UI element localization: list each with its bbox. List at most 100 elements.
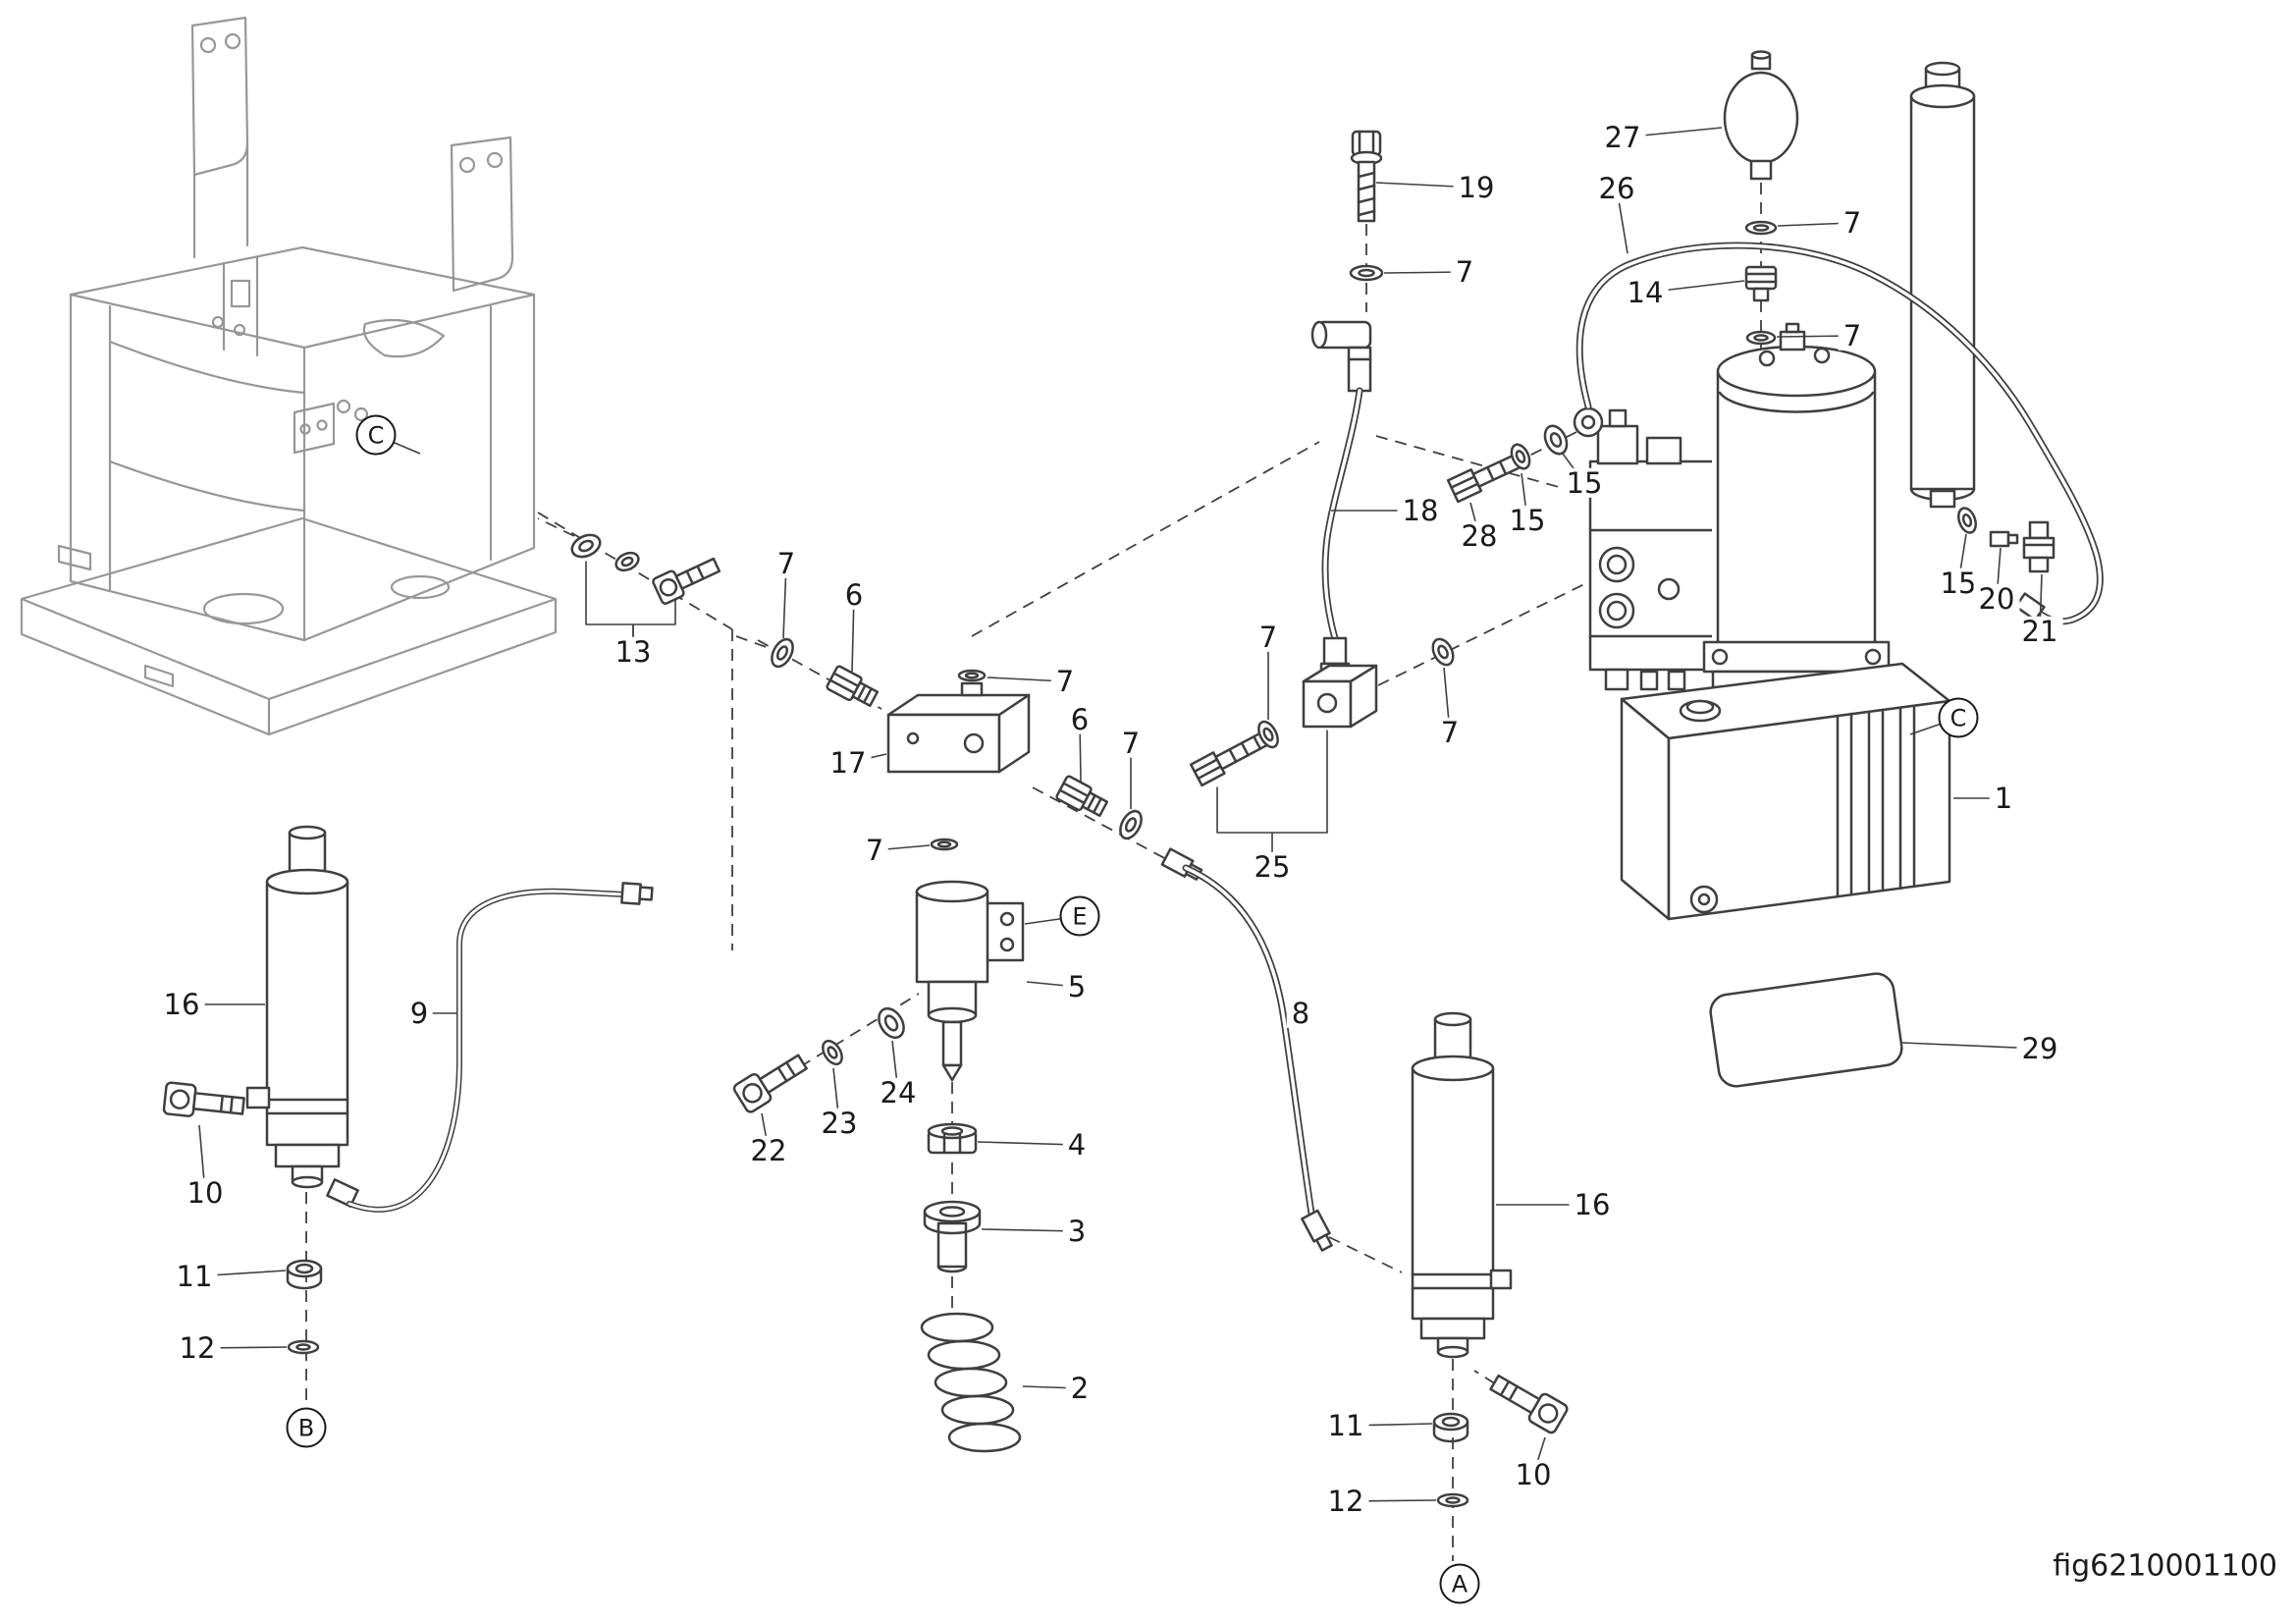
callout-2-31: 2	[1065, 1373, 1095, 1403]
bolt-19	[1350, 130, 1383, 223]
washer-7-g	[1745, 330, 1777, 346]
hose-18	[1319, 387, 1363, 679]
reference-circle-C-0: C	[355, 414, 397, 456]
bushing-3	[923, 1200, 982, 1273]
washer-12-right	[1436, 1492, 1469, 1508]
hose-8	[1160, 847, 1333, 1252]
callout-15-9: 15	[1504, 505, 1551, 535]
elbow-fitting-18	[1310, 320, 1372, 393]
callout-7-6: 7	[1450, 256, 1479, 287]
washer-15-c	[1957, 507, 1977, 534]
callout-27-0: 27	[1599, 122, 1646, 152]
callout-26-1: 26	[1593, 173, 1640, 203]
callout-7-22: 7	[1435, 717, 1465, 747]
washer-7-f	[1744, 220, 1778, 236]
callout-28-8: 28	[1456, 520, 1503, 551]
callout-21-13: 21	[2016, 616, 2063, 646]
nut-4	[927, 1122, 978, 1155]
callout-7-15: 7	[772, 548, 801, 578]
washer-7-a	[771, 637, 794, 669]
pad-29	[1709, 972, 1903, 1088]
fitting-6-b	[1055, 775, 1109, 818]
callout-14-3: 14	[1622, 277, 1669, 307]
callout-10-34: 10	[182, 1177, 229, 1208]
valve-block-25	[1302, 664, 1378, 729]
callout-22-26: 22	[745, 1135, 792, 1165]
washer-11-right	[1432, 1412, 1469, 1443]
bolt-10-right	[1489, 1374, 1569, 1434]
bolt-22	[732, 1054, 808, 1113]
washer-13-b	[614, 551, 640, 572]
callout-7-20: 7	[1116, 728, 1146, 758]
hydraulic-power-unit-1	[1588, 322, 1891, 691]
callout-13-14: 13	[610, 636, 657, 667]
figure-id: fig6210001100	[2053, 1548, 2277, 1584]
reference-circle-A-4: A	[1439, 1563, 1480, 1604]
washer-13-a	[570, 533, 602, 559]
callout-6-16: 6	[839, 579, 869, 610]
bracket-25	[1216, 730, 1328, 845]
solenoid-valve-5	[915, 880, 1025, 1082]
washer-24	[878, 1006, 905, 1040]
reference-circle-C-1: C	[1938, 697, 1979, 738]
callout-19-5: 19	[1453, 172, 1500, 202]
callout-5-25: 5	[1062, 971, 1092, 1001]
washer-11-left	[286, 1259, 323, 1290]
washer-15-a	[1510, 443, 1531, 470]
washer-7-block25	[1257, 720, 1279, 749]
washer-7-under-19	[1349, 264, 1384, 282]
callout-9-33: 9	[404, 998, 434, 1028]
callout-3-30: 3	[1062, 1216, 1092, 1246]
callout-25-23: 25	[1249, 851, 1296, 882]
reference-circle-E-2: E	[1059, 895, 1100, 937]
callout-8-37: 8	[1286, 998, 1315, 1028]
callout-7-2: 7	[1838, 207, 1867, 238]
washer-15-b	[1543, 424, 1569, 456]
callout-1-42: 1	[1989, 783, 2018, 813]
callout-18-7: 18	[1397, 495, 1444, 525]
oil-tank-1	[1620, 662, 1951, 921]
callout-24-28: 24	[875, 1077, 922, 1108]
reference-circle-B-3: B	[286, 1407, 327, 1448]
callout-7-17: 7	[1050, 666, 1080, 696]
callout-29-43: 29	[2016, 1033, 2063, 1063]
right-cylinder-16	[1411, 1011, 1513, 1359]
callout-11-40: 11	[1322, 1410, 1369, 1440]
callout-7-4: 7	[1838, 320, 1867, 351]
washer-7-d	[930, 838, 959, 851]
pipe-9	[347, 882, 654, 1213]
accumulator-27	[1723, 50, 1799, 181]
bolt-28	[1446, 452, 1525, 504]
construction-dashed-lines	[305, 183, 1762, 1561]
hose-26	[1573, 242, 2104, 625]
callout-12-41: 12	[1322, 1486, 1369, 1516]
chassis-frame	[20, 16, 558, 736]
pressure-switch-21	[2022, 520, 2056, 573]
callout-10-39: 10	[1510, 1459, 1557, 1489]
bolt-10-left	[162, 1081, 245, 1117]
callout-11-35: 11	[171, 1261, 218, 1291]
callout-23-27: 23	[816, 1108, 863, 1138]
callout-12-36: 12	[174, 1332, 221, 1363]
spring-2	[920, 1312, 1022, 1453]
washer-23	[822, 1039, 843, 1066]
bolt-13	[652, 557, 721, 605]
manifold-block-17	[886, 681, 1031, 774]
callout-6-19: 6	[1065, 704, 1095, 734]
left-cylinder-16	[245, 825, 359, 1208]
callout-7-24: 7	[860, 835, 889, 865]
washer-7-e	[1431, 637, 1455, 667]
fitting-14	[1744, 265, 1778, 302]
callout-16-32: 16	[158, 989, 205, 1019]
plug-20	[1989, 530, 2019, 548]
tall-cylinder	[1909, 61, 1976, 509]
callout-17-18: 17	[825, 747, 872, 778]
callout-16-38: 16	[1569, 1189, 1616, 1219]
fitting-6-a	[826, 665, 880, 708]
washer-7-c	[957, 669, 987, 682]
callout-4-29: 4	[1062, 1129, 1092, 1160]
washer-12-left	[287, 1339, 320, 1355]
callout-20-12: 20	[1973, 583, 2020, 614]
